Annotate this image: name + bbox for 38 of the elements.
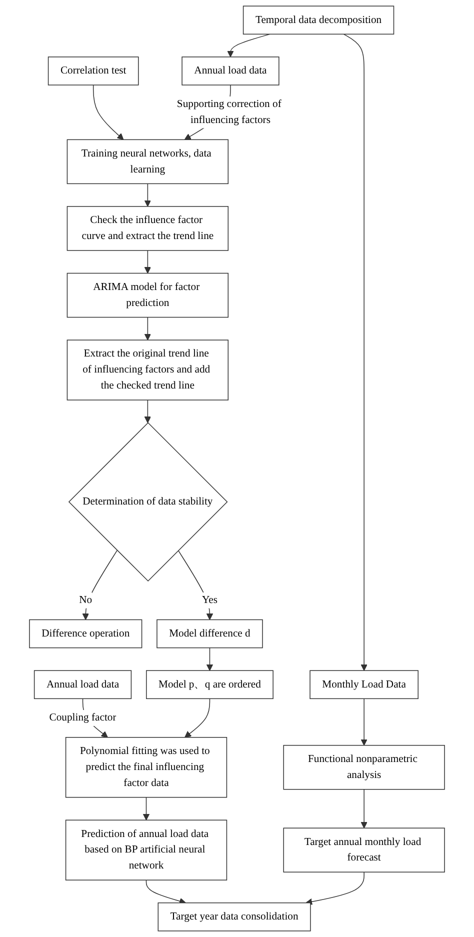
- node-box: Model difference d: [156, 619, 263, 648]
- node-box: Extract the original trend line of influencing factors and add the checked trend line: [66, 340, 229, 400]
- node-box: ARIMA model for factor prediction: [66, 272, 229, 318]
- arrow: [184, 698, 210, 738]
- arrow: [144, 400, 152, 424]
- node-box: Difference operation: [29, 619, 142, 648]
- node-diamond: Determination of data stability: [68, 422, 228, 582]
- arrow: [144, 250, 152, 274]
- node-box: Annual load data: [34, 670, 132, 700]
- node-box: Correlation test: [48, 56, 139, 86]
- arrow: [178, 550, 214, 620]
- arrow: [146, 880, 186, 904]
- node-box: Annual load data: [182, 56, 280, 86]
- node-box: Prediction of annual load data based on BP artificial neural network: [65, 820, 228, 880]
- arrow: [227, 34, 270, 58]
- arrow: [360, 788, 368, 828]
- arrow: [306, 872, 364, 905]
- arrow: [92, 84, 124, 140]
- arrow: [343, 34, 368, 671]
- node-box: Temporal data decomposition: [242, 6, 394, 35]
- node-box: Target year data consolidation: [158, 902, 311, 932]
- edge-label: No: [79, 594, 92, 606]
- node-box: Target annual monthly load forecast: [283, 828, 445, 872]
- arrow: [82, 550, 118, 620]
- node-box: Monthly Load Data: [310, 670, 418, 700]
- arrow: [206, 647, 214, 671]
- arrow: [142, 796, 150, 820]
- edge-label: Supporting correction of influencing factors: [176, 98, 282, 126]
- node-box: Model p、q are ordered: [146, 670, 274, 700]
- node-box: Check the influence factor curve and extract the trend line: [66, 206, 229, 251]
- edge-label: Yes: [202, 594, 218, 606]
- node-box: Polynomial fitting was used to predict the final influencing factor data: [65, 737, 228, 798]
- arrow: [360, 698, 368, 746]
- node-box: Training neural networks, data learning: [66, 139, 229, 184]
- arrow: [144, 183, 152, 207]
- arrow: [144, 316, 152, 340]
- edge-label: Coupling factor: [49, 712, 116, 724]
- node-box: Functional nonparametric analysis: [283, 744, 445, 790]
